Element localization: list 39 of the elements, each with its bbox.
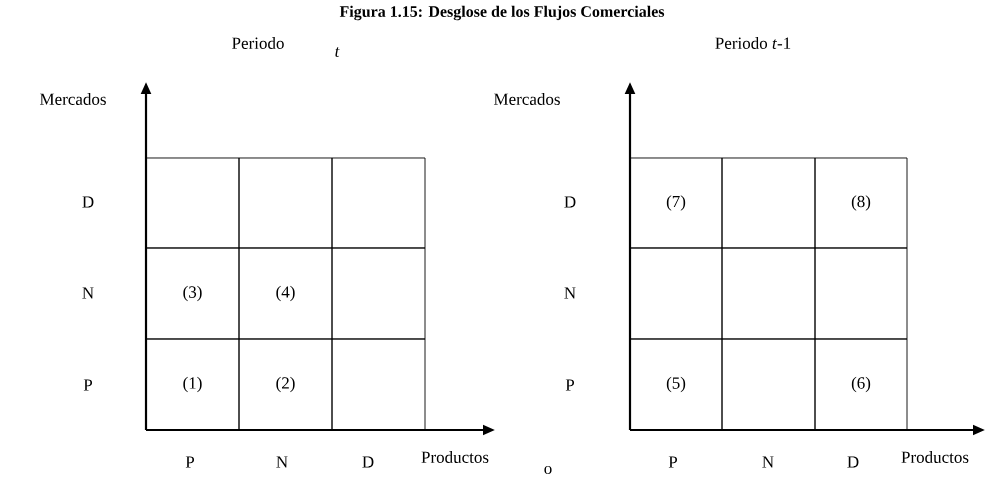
category-label: P [83, 379, 93, 391]
category-label: P [668, 456, 678, 468]
period-label: Periodo t-1 [715, 37, 791, 49]
category-label: N [82, 287, 94, 299]
category-label: D [564, 196, 576, 208]
category-label: D [82, 196, 94, 208]
axis-label: Productos [421, 451, 489, 463]
category-label: P [185, 456, 195, 468]
grid-cell [331, 247, 426, 340]
grid-cell: (8) [814, 157, 908, 249]
category-label: N [564, 287, 576, 299]
grid-cell: (6) [814, 338, 908, 431]
stray-letter: o [544, 465, 552, 475]
period-label: Periodo [232, 37, 284, 49]
period-label: t [335, 47, 340, 57]
category-label: D [847, 456, 859, 468]
grid-cell: (2) [238, 338, 333, 431]
grid-cell [331, 338, 426, 431]
grid-cell [238, 157, 333, 249]
grid-cell: (3) [145, 247, 240, 340]
grid-cell: (4) [238, 247, 333, 340]
grid-cell [721, 247, 816, 340]
grid-cell [814, 247, 908, 340]
axis-label: Productos [901, 451, 969, 463]
grid-cell [721, 338, 816, 431]
category-label: D [362, 456, 374, 468]
grid-cell: (7) [629, 157, 723, 249]
axis-label: Mercados [494, 93, 560, 105]
category-label: P [565, 379, 575, 391]
grid-cell [721, 157, 816, 249]
grid-cell: (1) [145, 338, 240, 431]
figure-title: Figura 1.15: Desglose de los Flujos Comerciales [339, 5, 665, 21]
axis-label: Mercados [40, 93, 106, 105]
grid-cell [629, 247, 723, 340]
grid-cell [331, 157, 426, 249]
category-label: N [276, 456, 288, 468]
grid-cell: (5) [629, 338, 723, 431]
grid-cell [145, 157, 240, 249]
category-label: N [762, 456, 774, 468]
